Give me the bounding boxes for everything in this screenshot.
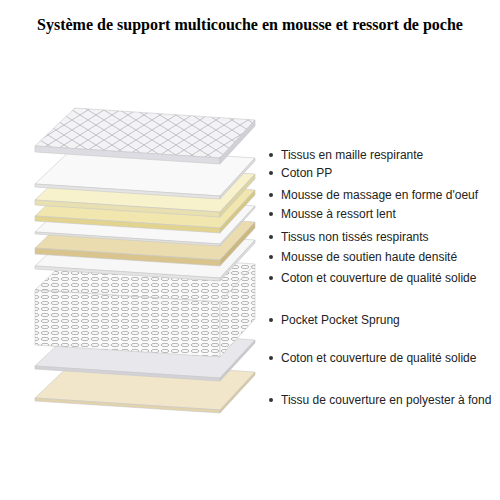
layer-label: Pocket Pocket Sprung [281, 313, 495, 327]
layer-label: Coton et couverture de qualité solide [281, 351, 495, 365]
layer-label: Tissus en maille respirante [281, 148, 495, 162]
layer-label: Coton PP [281, 166, 495, 180]
layer-label: Tissus non tissés respirants [281, 230, 495, 244]
layer-label: Coton et couverture de qualité solide [281, 271, 495, 285]
page-title: Système de support multicouche en mousse… [0, 16, 500, 34]
layer-label: Mousse de massage en forme d'oeuf [281, 188, 495, 202]
bullet-dots [269, 153, 273, 402]
layer-label: Tissu de couverture en polyester à fond [281, 393, 495, 407]
layer-label: Mousse à ressort lent [281, 207, 495, 221]
layer-label: Mousse de soutien haute densité [281, 250, 495, 264]
quilted-top-layer [35, 108, 255, 164]
